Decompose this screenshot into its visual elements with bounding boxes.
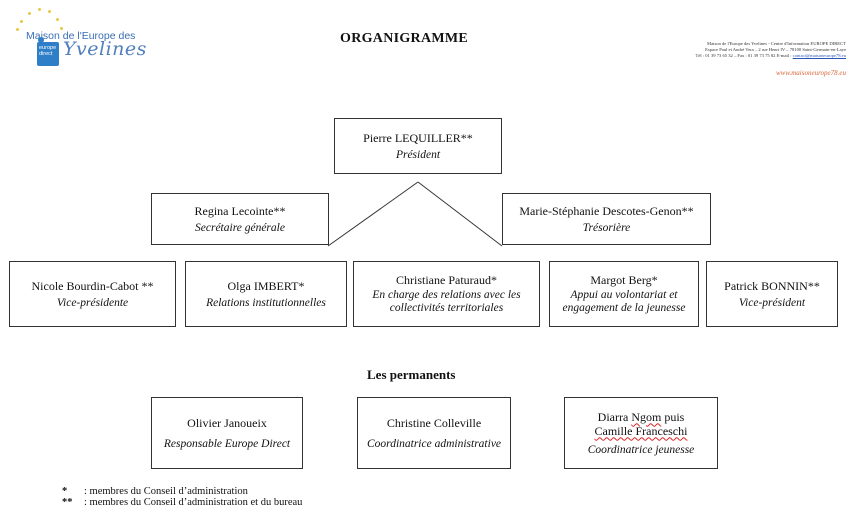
member-box: Olga IMBERT* Relations institutionnelles [185,261,347,327]
europe-direct-badge-icon: europe direct [37,37,59,66]
contact-line-1: Maison de l'Europe des Yvelines - Centre… [707,41,846,46]
president-role: Président [395,148,441,161]
staff-name-part: Diarra [597,409,632,424]
member-box: Christiane Paturaud* En charge des relat… [353,261,540,327]
member-role: Relations institutionnelles [206,296,326,309]
legend-item: * : membres du Conseil d’administration [62,486,302,497]
legend-item: ** : membres du Conseil d’administration … [62,497,302,508]
president-name: Pierre LEQUILLER** [363,130,473,145]
staff-role: Coordinatrice administrative [366,437,502,450]
member-name: Christiane Paturaud* [396,273,497,287]
staff-box: Olivier Janoueix Responsable Europe Dire… [151,397,303,469]
secretary-name: Regina Lecointe** [194,203,286,218]
contact-line-3: Tél : 01 39 73 65 32 – Fax : 01 39 73 75… [596,53,846,59]
staff-name: Christine Colleville [386,415,482,430]
member-role: Vice-présidente [56,296,129,309]
president-box: Pierre LEQUILLER** Président [334,118,502,174]
staff-role: Coordinatrice jeunesse [587,443,695,456]
page-title: ORGANIGRAMME [340,31,469,46]
logo-text: Maison de l'Europe des [26,30,136,42]
legend: * : membres du Conseil d’administration *… [62,486,302,508]
member-name: Nicole Bourdin-Cabot ** [31,278,154,293]
logo-wordmark: Yvelines [63,38,147,60]
staff-box: Christine Colleville Coordinatrice admin… [357,397,511,469]
member-role: Vice-président [738,296,806,309]
legend-text: : membres du Conseil d’administration et… [84,497,303,508]
member-box: Patrick BONNIN** Vice-président [706,261,838,327]
member-role: Appui au volontariat et engagement de la… [562,289,686,314]
contact-line-2: Espace Paul et André Vera – 2 rue Henri … [705,47,846,52]
website-link[interactable]: www.maisoneurope78.eu [776,69,846,77]
staff-name: Olivier Janoueix [187,415,267,430]
contact-email-link[interactable]: contact@maisoneurope78.eu [792,53,846,58]
legend-text: : membres du Conseil d’administration [84,486,248,497]
logo-badge-top: europe [39,45,57,51]
section-title-permanents: Les permanents [367,367,456,382]
member-name: Margot Berg* [590,273,658,287]
logo-stars-icon [14,8,74,34]
member-box: Margot Berg* Appui au volontariat et eng… [549,261,699,327]
legend-symbol: ** [62,497,73,508]
legend-symbol: * [62,486,68,497]
treasurer-name: Marie-Stéphanie Descotes-Genon** [519,203,694,218]
staff-name-part: puis [661,409,685,424]
logo-badge-bottom: direct [39,51,53,57]
member-role: En charge des relations avec les collect… [372,289,521,314]
member-name: Olga IMBERT* [227,278,305,293]
staff-name-part: Camille Franceschi [594,423,688,438]
member-name: Patrick BONNIN** [724,278,820,293]
contact-block: Maison de l'Europe des Yvelines - Centre… [596,41,846,59]
staff-role: Responsable Europe Direct [163,437,291,450]
staff-name-part: Ngom [631,409,662,424]
member-box: Nicole Bourdin-Cabot ** Vice-présidente [9,261,176,327]
treasurer-role: Trésorière [582,221,631,234]
secretary-box: Regina Lecointe** Secrétaire générale [151,193,329,245]
contact-phone: Tél : 01 39 73 65 32 – Fax : 01 39 73 75… [695,53,793,58]
secretary-role: Secrétaire générale [195,221,285,234]
treasurer-box: Marie-Stéphanie Descotes-Genon** Trésori… [502,193,711,245]
